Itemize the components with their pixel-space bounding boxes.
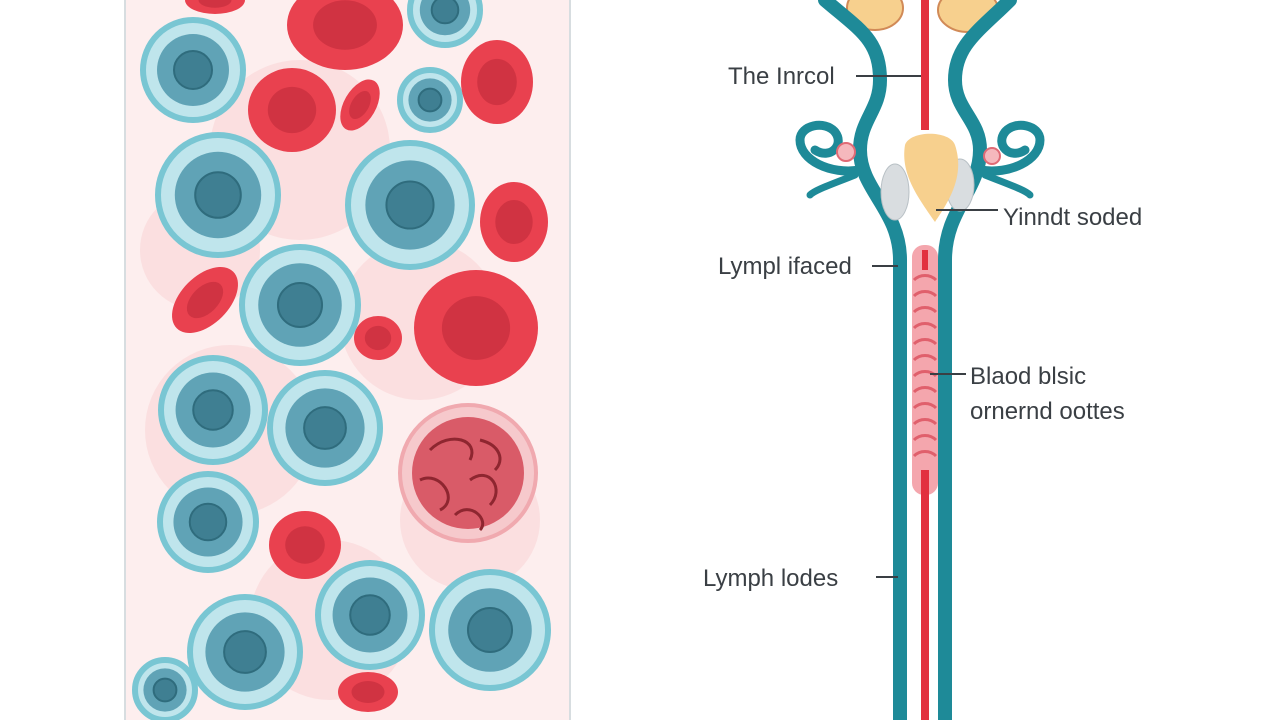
duct-ring [912,434,938,442]
label-lymph-lodes: Lymph lodes [703,565,839,592]
right-lower-branch [981,171,1034,199]
left-teal-vessel [818,0,907,725]
duct-ring [912,338,938,346]
duct-rings [912,274,938,458]
lymph-vessel-system [795,0,1045,725]
right-small-node [983,147,1001,165]
cell-group [132,0,551,723]
duct-ring [912,386,938,394]
large-cell-fold [428,437,474,461]
red-blood-cell-center [351,681,385,703]
leader-lines [856,75,998,578]
red-blood-cell-center [313,0,377,50]
duct-ring [912,450,938,458]
large-cell-body [412,417,524,529]
duct-ring [912,402,938,410]
red-blood-cell-center [267,86,317,134]
lymphocyte-nucleus [192,389,234,431]
red-blood-cell-center [186,281,224,319]
red-blood-cell-center [441,296,511,360]
red-blood-cell-center [285,526,325,564]
duct-ring [912,418,938,426]
red-blood-cell-center [477,58,517,106]
red-blood-cell-center [495,200,533,244]
left-small-node [836,142,856,162]
duct-ring [912,290,938,298]
large-cell-fold [453,508,484,532]
duct-ring [912,322,938,330]
lymphocyte-nucleus [173,50,213,90]
red-blood-cell-center [349,90,371,120]
label-blood-blsic-line1: Blaod blsic [970,363,1087,390]
large-cell-fold [469,473,498,507]
left-grey-lobe [880,163,910,221]
cell-panel [124,0,571,725]
left-curl-branch [795,120,865,176]
lymphocyte-nucleus [223,630,267,674]
lymphocyte-nucleus [417,87,443,113]
lymphocyte-nucleus [430,0,460,25]
lymphocyte-nucleus [303,406,347,450]
large-cell-fold [419,476,450,512]
right-curl-branch [975,120,1045,176]
left-lower-branch [806,171,859,199]
lymphocyte-nucleus [349,594,391,636]
large-cell-fold [479,438,502,472]
lymphocyte-nucleus [276,281,324,329]
lymphocyte-nucleus [188,502,228,542]
lymphocyte-nucleus [466,606,514,654]
red-blood-cell-center [364,325,392,351]
duct-ring [912,274,938,282]
label-lympl-ifaced: Lympl ifaced [718,253,852,280]
label-ynndt-soded: Yinndt soded [1003,204,1143,231]
label-the-inrcol: The Inrcol [728,63,835,90]
lymphocyte-nucleus [385,180,435,230]
red-blood-cell-center [198,0,232,8]
duct-ring [912,354,938,362]
duct-ring [912,306,938,314]
lymphocyte-nucleus [152,677,178,703]
lymphocyte-nucleus [194,171,242,219]
right-teal-vessel [938,0,1017,725]
label-blood-blsic-line2: ornernd oottes [970,398,1125,425]
central-gland [904,133,959,222]
